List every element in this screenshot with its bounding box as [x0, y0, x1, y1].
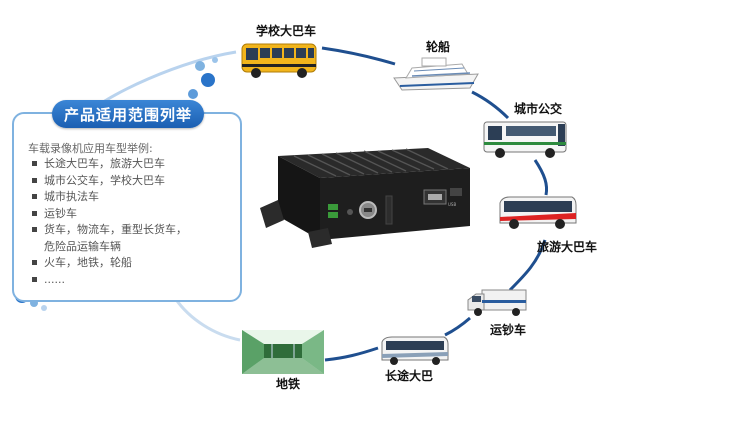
label-coach: 长途大巴: [385, 369, 434, 383]
panel-list-item: 火车，地铁，轮船: [32, 255, 187, 272]
ring-arc-4: [508, 239, 547, 292]
panel-list-item-text: 火车，地铁，轮船: [44, 256, 132, 269]
cash-truck-icon: [467, 289, 527, 316]
panel-intro: 车载录像机应用车型举例:: [28, 142, 153, 155]
panel-list-item-text: 城市执法车: [44, 190, 99, 203]
school-bus-icon: [241, 43, 317, 78]
coach-icon: [381, 336, 449, 365]
label-cash-truck: 运钞车: [490, 323, 527, 337]
label-city-bus: 城市公交: [514, 102, 563, 116]
bullet-icon: [32, 210, 37, 216]
subway-icon: [242, 330, 324, 374]
panel-list-item-text: 危险品运输车辆: [44, 239, 121, 253]
bullet-icon: [32, 276, 37, 282]
panel-list-item-text: ......: [44, 272, 65, 286]
ring-arc-3: [533, 159, 549, 196]
panel-list-item: 长途大巴车，旅游大巴车: [32, 156, 187, 173]
ring-arc-1: [321, 46, 396, 66]
panel-list-item: 城市公交车，学校大巴车: [32, 173, 187, 190]
bullet-icon: [32, 227, 37, 232]
panel-list-item: 城市执法车: [32, 189, 187, 206]
ring-dot: [212, 57, 218, 63]
ring-dot: [195, 61, 205, 71]
panel-list-item-text: 城市公交车，学校大巴车: [44, 173, 165, 187]
panel-list: 长途大巴车，旅游大巴车城市公交车，学校大巴车城市执法车运钞车货车，物流车，重型长…: [32, 156, 187, 288]
bullet-icon: [32, 177, 37, 183]
bullet-icon: [32, 260, 37, 265]
ring-arc-light-bottom: [173, 297, 241, 342]
ring-dot: [41, 305, 47, 311]
svg-text:USB: USB: [448, 202, 456, 207]
ring-arc-2: [471, 90, 510, 120]
panel-list-item: 货车，物流车，重型长货车，: [32, 222, 187, 239]
bullet-icon: [32, 194, 37, 199]
panel-list-item-text: 长途大巴车，旅游大巴车: [44, 157, 165, 170]
tour-bus-icon: [499, 196, 577, 229]
label-tour-bus: 旅游大巴车: [537, 240, 598, 254]
label-school-bus: 学校大巴车: [256, 24, 317, 38]
panel-list-item-text: 运钞车: [44, 206, 77, 220]
panel-title: 产品适用范围列举: [52, 100, 204, 128]
panel-list-item: 危险品运输车辆: [32, 239, 187, 256]
city-bus-icon: [483, 121, 567, 158]
ring-arc-5: [444, 316, 471, 337]
panel-list-item-text: 货车，物流车，重型长货车，: [44, 223, 187, 236]
label-subway: 地铁: [276, 377, 301, 391]
panel-list-item: 运钞车: [32, 206, 187, 223]
label-ship: 轮船: [426, 40, 451, 54]
bullet-icon: [32, 161, 37, 166]
ring-arc-6: [324, 346, 379, 362]
panel-list-item: ......: [32, 272, 187, 289]
dvr-device: USB: [260, 148, 470, 248]
ship-icon: [393, 57, 479, 91]
ring-dot: [188, 89, 198, 99]
ring-dot: [201, 73, 215, 87]
